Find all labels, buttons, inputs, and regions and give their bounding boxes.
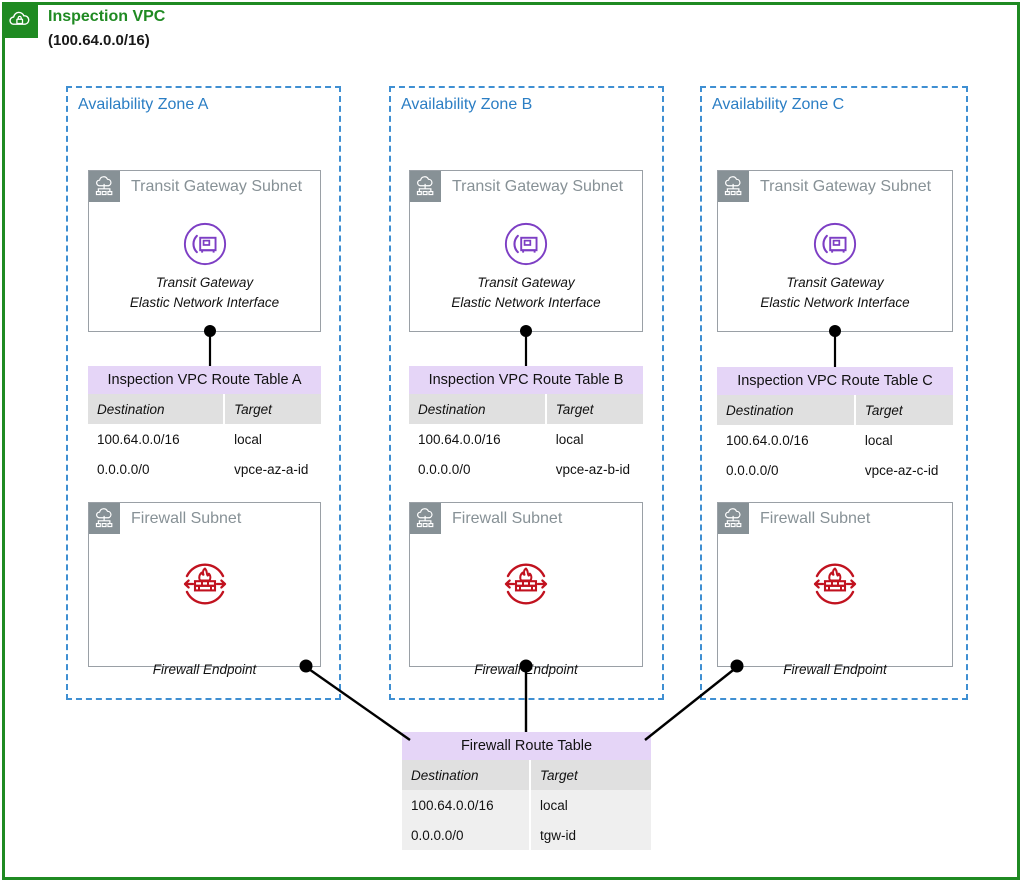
cell-target: vpce-az-a-id [223, 454, 321, 484]
subnet-label: Transit Gateway Subnet [452, 177, 624, 195]
column-header-target: Target [528, 760, 651, 790]
firewall-subnet-c[interactable]: Firewall Subnet Firewall Endpoint [717, 502, 953, 677]
node-caption-line2: Elastic Network Interface [451, 294, 601, 310]
column-header-destination: Destination [717, 395, 854, 425]
cell-destination: 100.64.0.0/16 [409, 424, 545, 454]
cell-target: vpce-az-b-id [544, 454, 643, 484]
table-row: 0.0.0.0/0 vpce-az-c-id [717, 455, 953, 485]
route-table-title: Inspection VPC Route Table C [717, 367, 953, 395]
route-table-header-row: Destination Target [409, 394, 643, 424]
firewall-endpoint-node: Firewall Endpoint [718, 555, 952, 680]
az-label: Availability Zone B [401, 96, 533, 113]
subnet-header: Transit Gateway Subnet [410, 171, 623, 202]
page-title: Inspection VPC [48, 8, 166, 25]
subnet-label: Firewall Subnet [131, 509, 242, 527]
column-header-destination: Destination [409, 394, 545, 424]
column-header-target: Target [223, 394, 321, 424]
column-header-target: Target [544, 394, 643, 424]
transit-gateway-eni-node: Transit Gateway Elastic Network Interfac… [718, 221, 952, 312]
subnet-cloud-network-icon [410, 503, 441, 534]
route-table-header-row: Destination Target [402, 760, 651, 790]
firewall-endpoint-icon [504, 563, 548, 605]
inspection-vpc-route-table-c[interactable]: Inspection VPC Route Table C Destination… [717, 367, 953, 485]
firewall-subnet-a[interactable]: Firewall Subnet Firewall Endpoint [88, 502, 321, 677]
table-row: 100.64.0.0/16 local [402, 790, 651, 820]
cell-destination: 0.0.0.0/0 [409, 454, 545, 484]
node-caption-line1: Firewall Endpoint [152, 662, 257, 677]
subnet-label: Transit Gateway Subnet [131, 177, 303, 195]
route-table-header-row: Destination Target [88, 394, 321, 424]
subnet-label: Transit Gateway Subnet [760, 177, 932, 195]
subnet-header: Firewall Subnet [410, 503, 562, 534]
node-caption-line2: Elastic Network Interface [760, 294, 910, 310]
firewall-endpoint-node: Firewall Endpoint [89, 555, 320, 680]
node-caption-line1: Firewall Endpoint [474, 662, 578, 677]
cell-destination: 0.0.0.0/0 [88, 454, 224, 484]
subnet-header: Transit Gateway Subnet [89, 171, 302, 202]
cell-destination: 100.64.0.0/16 [88, 424, 224, 454]
column-header-target: Target [853, 395, 953, 425]
subnet-label: Firewall Subnet [452, 509, 563, 527]
table-row: 100.64.0.0/16 local [717, 425, 953, 455]
cell-destination: 100.64.0.0/16 [717, 425, 854, 455]
transit-gateway-eni-node: Transit Gateway Elastic Network Interfac… [410, 221, 642, 312]
firewall-endpoint-icon [183, 563, 226, 605]
subnet-header: Firewall Subnet [89, 503, 241, 534]
cell-target: local [223, 424, 321, 454]
subnet-cloud-network-icon [89, 503, 120, 534]
column-header-destination: Destination [88, 394, 224, 424]
cell-destination: 0.0.0.0/0 [717, 455, 854, 485]
cell-target: tgw-id [528, 820, 651, 850]
inspection-vpc-route-table-a[interactable]: Inspection VPC Route Table A Destination… [88, 366, 321, 484]
firewall-subnet-b[interactable]: Firewall Subnet Firewall Endpoint [409, 502, 643, 677]
cell-target: local [528, 790, 651, 820]
transit-gateway-subnet-a[interactable]: Transit Gateway Subnet Transit Gateway E… [88, 170, 321, 332]
firewall-endpoint-node: Firewall Endpoint [410, 555, 642, 680]
node-caption-line2: Elastic Network Interface [129, 294, 280, 310]
subnet-header: Firewall Subnet [718, 503, 870, 534]
node-caption-line1: Transit Gateway [786, 275, 884, 290]
table-row: 100.64.0.0/16 local [88, 424, 321, 454]
az-label: Availability Zone A [78, 96, 209, 113]
table-row: 100.64.0.0/16 local [409, 424, 643, 454]
subnet-cloud-network-icon [718, 503, 749, 534]
node-caption-line1: Firewall Endpoint [783, 662, 887, 677]
column-header-destination: Destination [402, 760, 529, 790]
firewall-endpoint-icon [813, 563, 857, 605]
availability-zone-a: Availability Zone A [66, 86, 341, 700]
route-table-header-row: Destination Target [717, 395, 953, 425]
node-caption-line1: Transit Gateway [155, 275, 254, 290]
subnet-cloud-network-icon [718, 171, 749, 202]
route-table-title: Firewall Route Table [402, 732, 651, 760]
vpc-cidr-label: (100.64.0.0/16) [48, 32, 150, 49]
cell-destination: 100.64.0.0/16 [402, 790, 529, 820]
route-table-title: Inspection VPC Route Table B [409, 366, 643, 394]
transit-gateway-subnet-c[interactable]: Transit Gateway Subnet Transit Gateway E… [717, 170, 953, 332]
inspection-vpc-route-table-b[interactable]: Inspection VPC Route Table B Destination… [409, 366, 643, 484]
subnet-label: Firewall Subnet [760, 509, 871, 527]
node-caption-line1: Transit Gateway [477, 275, 575, 290]
transit-gateway-eni-icon [183, 222, 226, 266]
vpc-cloud-lock-icon [2, 2, 38, 38]
table-row: 0.0.0.0/0 vpce-az-b-id [409, 454, 643, 484]
cell-destination: 0.0.0.0/0 [402, 820, 529, 850]
cell-target: local [853, 425, 953, 455]
table-row: 0.0.0.0/0 vpce-az-a-id [88, 454, 321, 484]
transit-gateway-subnet-b[interactable]: Transit Gateway Subnet Transit Gateway E… [409, 170, 643, 332]
cell-target: vpce-az-c-id [853, 455, 953, 485]
transit-gateway-eni-icon [813, 222, 857, 266]
transit-gateway-eni-node: Transit Gateway Elastic Network Interfac… [89, 221, 320, 312]
firewall-route-table[interactable]: Firewall Route Table Destination Target … [402, 732, 651, 850]
subnet-header: Transit Gateway Subnet [718, 171, 931, 202]
route-table-title: Inspection VPC Route Table A [88, 366, 321, 394]
cell-target: local [544, 424, 643, 454]
transit-gateway-eni-icon [504, 222, 548, 266]
availability-zone-c: Availability Zone C [700, 86, 968, 700]
az-label: Availability Zone C [712, 96, 845, 113]
table-row: 0.0.0.0/0 tgw-id [402, 820, 651, 850]
subnet-cloud-network-icon [89, 171, 120, 202]
subnet-cloud-network-icon [410, 171, 441, 202]
